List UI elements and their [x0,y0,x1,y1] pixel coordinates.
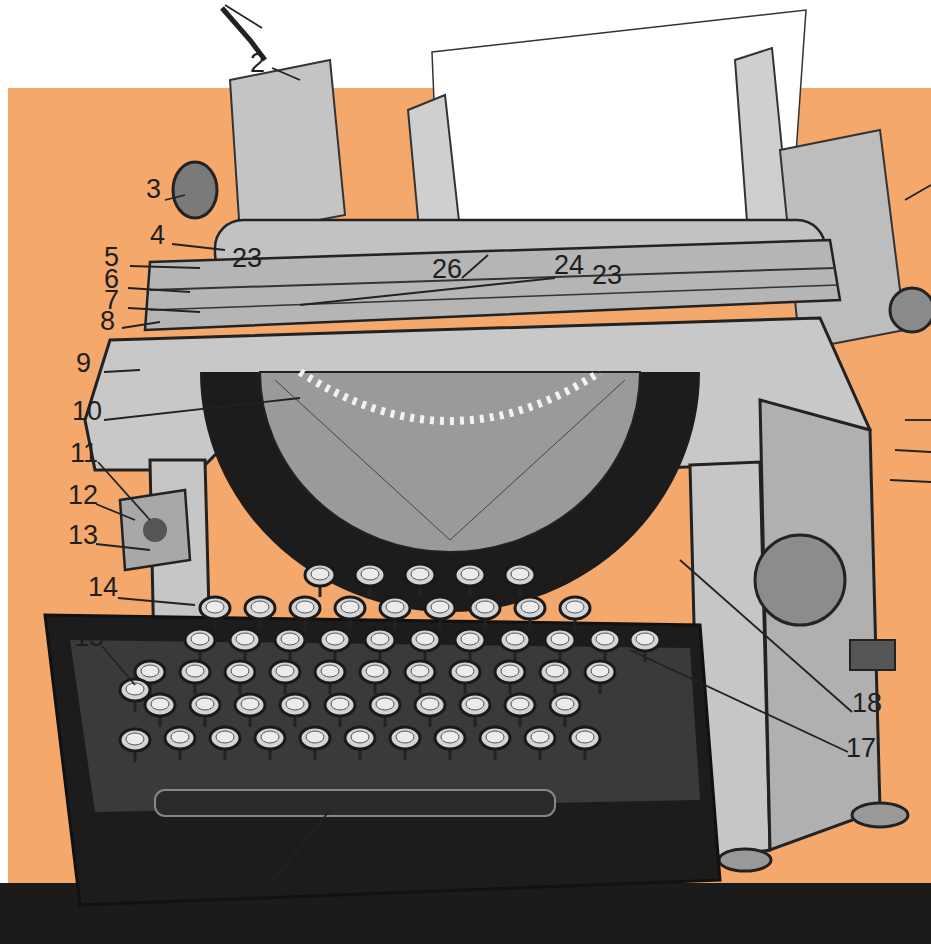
callout-number: 15 [74,624,104,651]
callout-number: 23 [232,245,262,272]
foot [852,803,908,827]
callout-number: 9 [76,350,91,377]
callout-number: 12 [68,482,98,509]
callout-number: 10 [72,398,102,425]
spring-drum [755,535,845,625]
paper-guide [735,48,790,235]
paper-sheet [432,10,806,250]
callout-number: 8 [100,308,115,335]
frame-side [760,400,880,850]
keys [120,564,660,762]
foot [719,849,771,871]
callout-number: 17 [846,735,876,762]
space-bar [155,790,555,816]
callout-number: 24 [554,252,584,279]
carriage-rail [145,240,840,330]
ribbon-mechanism [120,490,190,570]
callout-number: 23 [592,262,622,289]
callout-number: 18 [852,690,882,717]
carriage-end [230,60,345,235]
platen-knob [890,288,931,332]
callout-number: 4 [150,222,165,249]
callout-number: 11 [70,440,98,467]
platen-knob [173,162,217,218]
callout-number: 3 [146,176,161,203]
keyboard-tray [45,615,720,905]
leader-lines [96,5,931,885]
typebar-segment [200,372,700,612]
callout-number: 13 [68,522,98,549]
callout-number: 26 [432,256,462,283]
callout-number: 14 [88,574,118,601]
callout-number: 2 [250,50,265,77]
typebars [260,372,640,552]
paper-guide [408,95,460,240]
